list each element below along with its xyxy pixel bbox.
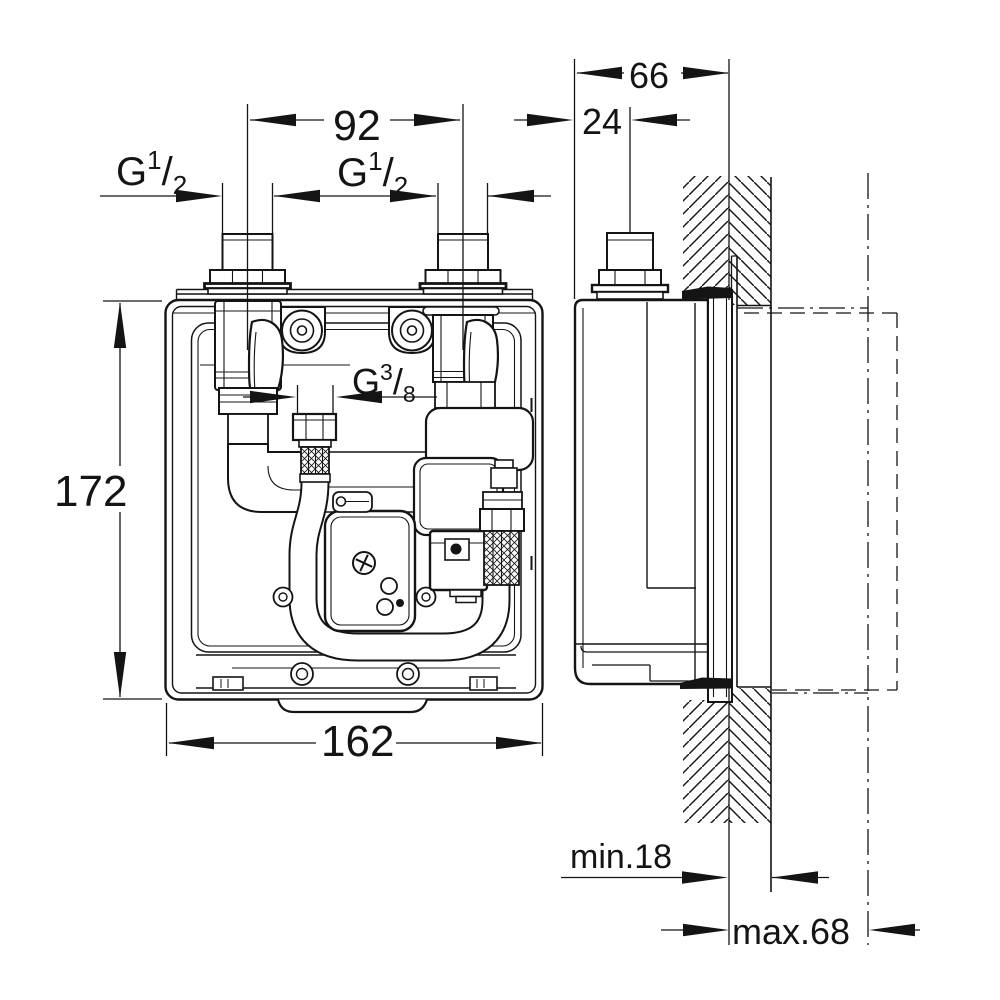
dim-wall-min-label: min.18 (570, 838, 672, 876)
seal-bottom (680, 677, 731, 689)
side-view (573, 173, 898, 945)
mounting-lug-right (388, 306, 436, 355)
braided-sleeve-right (479, 491, 525, 586)
hose-connection-g38 (291, 412, 338, 483)
sensor-box (428, 529, 489, 604)
mounting-lug-left (278, 306, 326, 355)
dimensions: 92 172 162 66 24 min.18 max.68 G1/2 G1/2… (54, 55, 920, 952)
thread-label-outlet: G3/8 (352, 359, 416, 407)
thread-label-left: G1/2 (116, 145, 187, 200)
dim-24-label: 24 (582, 101, 622, 142)
bottom-rim (212, 398, 533, 714)
dim-162-label: 162 (321, 717, 394, 766)
seal-top (682, 286, 731, 300)
mounting-plate (707, 289, 733, 703)
dim-wall-max-label: max.68 (732, 911, 850, 952)
dim-66-label: 66 (629, 55, 669, 96)
dim-92-label: 92 (333, 102, 381, 150)
stud-nut (598, 269, 662, 286)
box-side-profile (573, 232, 710, 686)
thread-label-right: G1/2 (337, 146, 408, 201)
finished-wall-outline (737, 173, 898, 945)
dimension-arrows (113, 66, 915, 937)
dim-172-label: 172 (54, 467, 127, 516)
electronics-module (323, 491, 417, 633)
wall-section (683, 176, 772, 892)
bottom-protrusion (276, 699, 429, 714)
stud-thread (606, 232, 654, 271)
u-hose (288, 481, 511, 662)
front-view (164, 233, 544, 714)
